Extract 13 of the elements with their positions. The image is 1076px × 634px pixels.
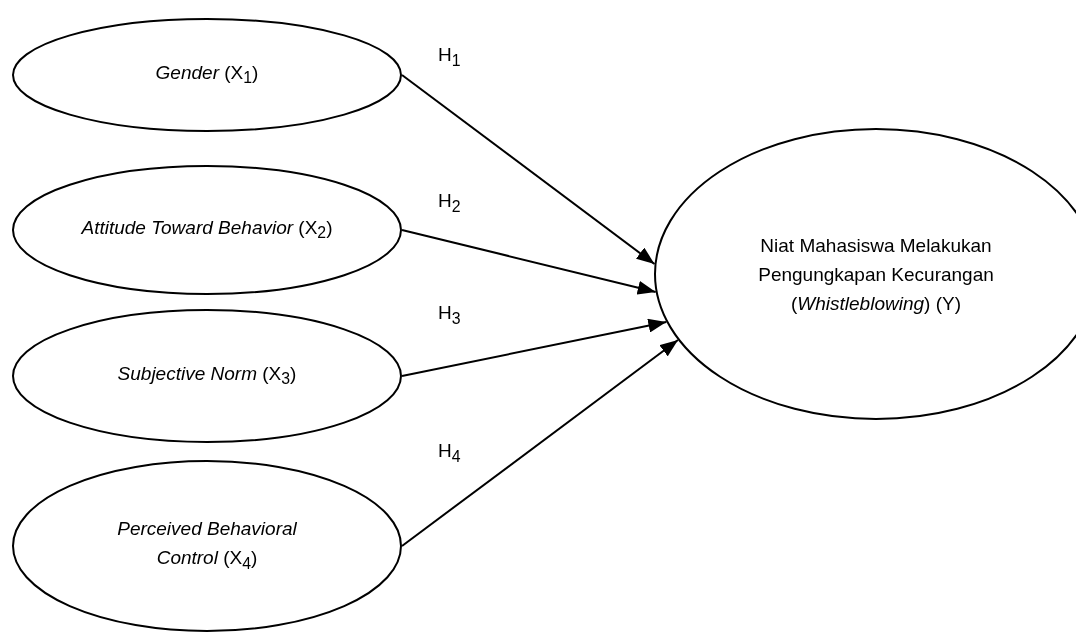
construct-ellipse	[12, 18, 402, 132]
construct-label: Niat Mahasiswa Melakukan Pengungkapan Kecurangan (Whistleblowing) (Y)	[757, 233, 995, 316]
construct-label: Subjective Norm (X$_{3}$)	[116, 361, 298, 390]
arrow	[401, 74, 656, 265]
construct-label: Attitude Toward Behavior (X$_{2}$)	[80, 215, 334, 244]
construct-ellipse	[12, 460, 402, 632]
construct-label: Perceived Behavioral Control (X$_{4}$)	[116, 517, 298, 574]
construct-ellipse	[12, 165, 402, 295]
arrow	[401, 229, 657, 295]
construct-label: Gender (X$_{1}$)	[154, 60, 260, 89]
construct-ellipse	[12, 309, 402, 443]
arrow	[401, 339, 679, 547]
arrow	[401, 318, 668, 377]
